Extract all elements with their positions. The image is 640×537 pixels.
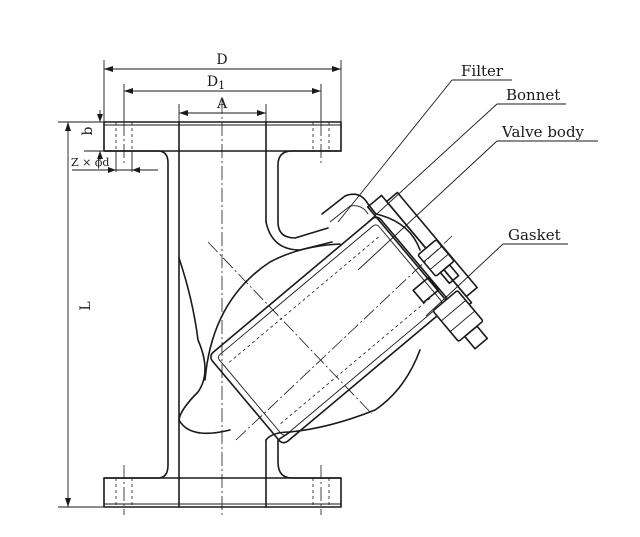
callout-valve-body: Valve body [357, 123, 598, 271]
callout-gasket: Gasket [425, 226, 568, 317]
valve-body-outline [103, 121, 421, 508]
callout-bonnet-label: Bonnet [506, 86, 560, 104]
dim-D1-symbol: D [207, 74, 218, 90]
dim-A-label: A [216, 96, 228, 112]
bonnet [321, 193, 421, 251]
dimension-A: A [178, 96, 267, 122]
dimension-L: L [58, 121, 104, 508]
callout-filter-label: Filter [461, 62, 504, 80]
bonnet-bolts [412, 239, 489, 350]
callout-filter: Filter [337, 62, 512, 223]
callout-gasket-label: Gasket [508, 226, 561, 244]
dim-D-label: D [216, 52, 227, 68]
callout-bonnet: Bonnet [367, 86, 566, 223]
callout-valve-body-label: Valve body [501, 123, 585, 141]
bolt-holes [115, 122, 330, 507]
centre-lines [123, 100, 453, 515]
dimension-D: D [103, 52, 342, 122]
dimension-D1: D1 [123, 74, 322, 122]
top-flange [103, 121, 342, 152]
dimension-b: b [80, 110, 104, 160]
dim-L-label: L [78, 301, 94, 310]
dim-D1-subscript: 1 [218, 79, 225, 92]
dimension-holes: Z × ϕd [71, 151, 158, 173]
dim-holes-label: Z × ϕd [71, 156, 109, 169]
dim-b-label: b [80, 126, 96, 135]
dim-D1-label: D1 [207, 74, 225, 92]
bottom-flange [103, 477, 342, 508]
